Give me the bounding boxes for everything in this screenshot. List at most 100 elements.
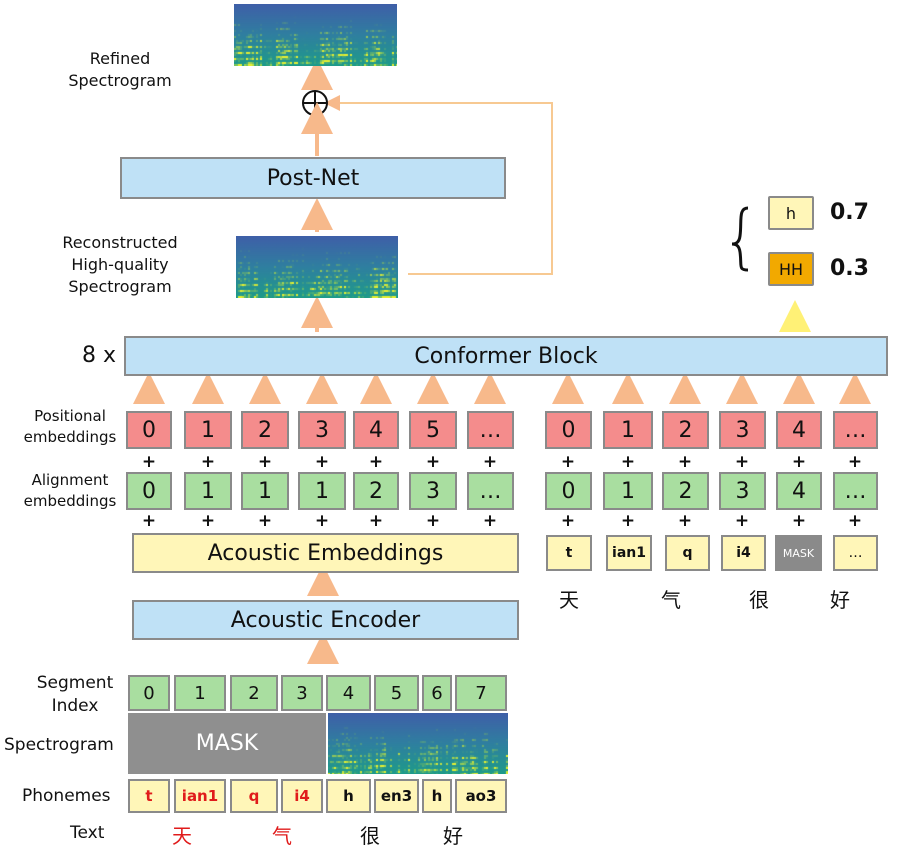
phoneme-cell-masked: i4 [281,779,323,813]
plus-sign: + [791,452,807,472]
text-char: 很 [360,824,380,848]
left-alignment-cell: … [467,472,514,510]
spectrogram-label: Spectrogram [4,735,114,755]
plus-sign: + [620,511,636,531]
phoneme-cell-masked: q [230,779,278,813]
plus-sign: + [368,452,384,472]
right-token-cell: … [833,535,878,571]
masked-spectrogram-region: MASK [128,713,326,774]
prediction-token-hh: HH [768,252,814,286]
text-char-masked: 气 [272,824,292,848]
segment-index-cell: 7 [455,675,507,711]
left-positional-cell: 5 [409,411,457,449]
segment-index-cell: 0 [128,675,170,711]
post-net-block: Post-Net [120,157,506,199]
mask-label: MASK [195,731,259,756]
right-hanzi: 气 [661,588,681,612]
right-alignment-cell: 0 [545,472,592,510]
left-positional-cell: … [467,411,514,449]
unmasked-spectrogram-image [328,713,508,774]
left-positional-cell: 0 [126,411,172,449]
right-token-cell: q [665,535,710,571]
segment-index-cell: 5 [374,675,419,711]
text-char: 好 [443,824,463,848]
text-char-masked: 天 [172,824,192,848]
right-token-cell: t [546,535,592,571]
right-hanzi: 很 [749,588,769,612]
right-alignment-cell: 4 [776,472,822,510]
plus-sign: + [482,452,498,472]
plus-sign: + [560,452,576,472]
plus-sign: + [620,452,636,472]
acoustic-encoder-block: Acoustic Encoder [132,600,519,640]
plus-sign: + [734,511,750,531]
phoneme-cell-masked: ian1 [174,779,226,813]
plus-sign: + [734,452,750,472]
conformer-label: Conformer Block [414,343,598,369]
repeat-count-label: 8 x [82,343,117,368]
right-alignment-cell: 3 [719,472,766,510]
left-alignment-cell: 0 [126,472,172,510]
plus-sign: + [482,511,498,531]
left-positional-cell: 1 [184,411,232,449]
plus-sign: + [791,511,807,531]
plus-sign: + [677,511,693,531]
left-alignment-cell: 1 [298,472,346,510]
left-alignment-cell: 1 [184,472,232,510]
acoustic-encoder-label: Acoustic Encoder [230,607,421,633]
acoustic-embeddings-block: Acoustic Embeddings [132,533,519,573]
right-positional-cell: 1 [603,411,653,449]
refined-spectrogram-image [234,4,397,66]
brace-icon [731,206,749,272]
phoneme-cell: h [422,779,452,813]
plus-sign: + [677,452,693,472]
plus-sign: + [560,511,576,531]
plus-sign: + [847,452,863,472]
plus-sign: + [257,511,273,531]
plus-sign: + [425,452,441,472]
plus-sign: + [200,452,216,472]
right-positional-cell: 4 [776,411,822,449]
segment-index-cell: 2 [230,675,278,711]
phoneme-cell: ao3 [455,779,507,813]
left-alignment-cell: 3 [409,472,457,510]
left-positional-cell: 2 [241,411,289,449]
left-alignment-cell: 2 [353,472,399,510]
plus-sign: + [141,511,157,531]
right-token-cell: ian1 [606,535,652,571]
right-alignment-cell: 1 [603,472,653,510]
right-token-cell: i4 [721,535,766,571]
plus-sign: + [200,511,216,531]
plus-sign: + [368,511,384,531]
acoustic-embeddings-label: Acoustic Embeddings [207,540,444,566]
right-positional-cell: 3 [719,411,766,449]
right-alignment-cell: 2 [662,472,709,510]
residual-connection [324,95,553,275]
phoneme-cell-masked: t [128,779,170,813]
right-hanzi: 天 [559,588,579,612]
segment-index-cell: 1 [174,675,226,711]
plus-sign: + [314,511,330,531]
right-positional-cell: … [833,411,878,449]
plus-sign: + [314,452,330,472]
segment-index-cell: 6 [422,675,452,711]
post-net-label: Post-Net [266,165,360,191]
plus-sign: + [141,452,157,472]
left-alignment-cell: 1 [241,472,289,510]
reconstructed-spectrogram-image [236,236,398,298]
prediction-prob-h: 0.7 [830,200,869,225]
plus-sign: + [847,511,863,531]
prediction-prob-hh: 0.3 [830,256,869,281]
right-hanzi: 好 [830,588,850,612]
segment-index-cell: 4 [326,675,371,711]
plus-sign: + [425,511,441,531]
right-token-mask-cell: MASK [775,535,822,571]
right-alignment-cell: … [833,472,878,510]
